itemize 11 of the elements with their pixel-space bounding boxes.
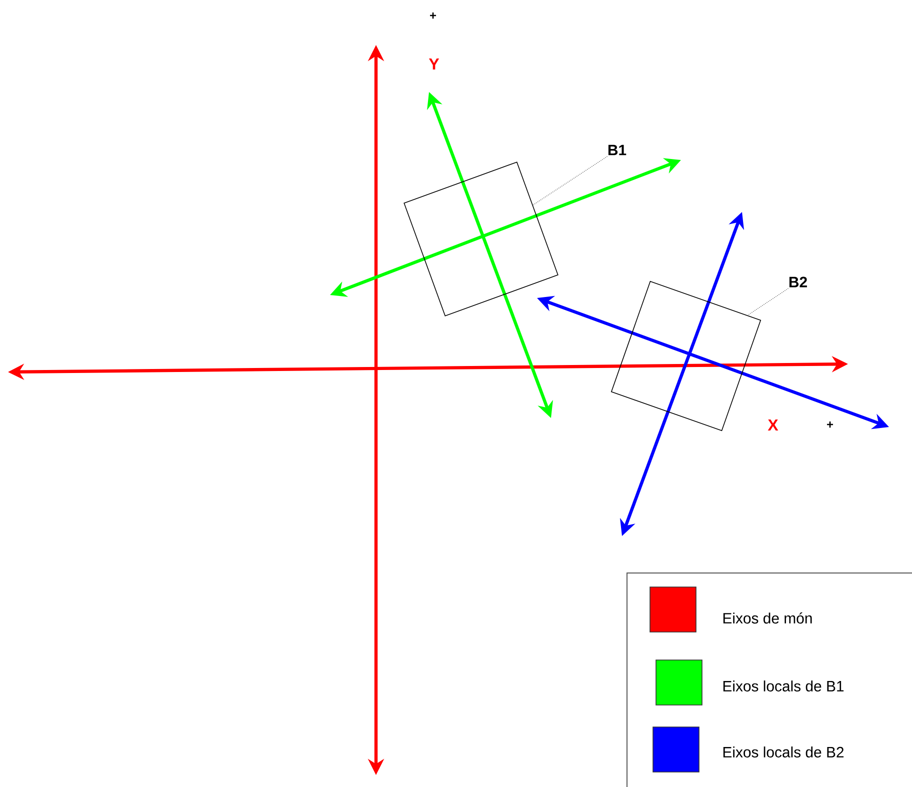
sign-label: + — [430, 12, 436, 19]
axis-label: Y — [428, 58, 440, 70]
legend-label: Eixos locals de B1 — [723, 680, 844, 692]
legend-label: Eixos de món — [723, 612, 812, 624]
leader-line — [747, 288, 789, 316]
sign-label: + — [827, 421, 833, 428]
box-label: B2 — [789, 276, 807, 288]
box-label: B1 — [608, 144, 626, 156]
legend-label: Eixos locals de B2 — [723, 746, 844, 758]
square-body — [404, 162, 558, 316]
leader-line — [532, 156, 608, 206]
